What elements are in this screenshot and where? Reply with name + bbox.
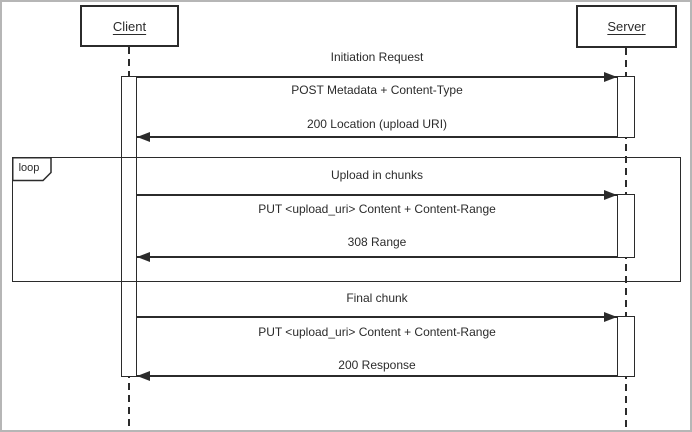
client-activation (121, 76, 137, 377)
message-label-put-final: PUT <upload_uri> Content + Content-Range (258, 325, 496, 339)
arrowhead-left-icon (137, 371, 150, 381)
loop-fragment (12, 157, 681, 282)
actor-client-label: Client (112, 18, 147, 34)
server-activation-2 (617, 194, 635, 258)
message-line-308-range (137, 256, 617, 258)
server-activation-1 (617, 76, 635, 138)
arrowhead-left-icon (137, 132, 150, 142)
loop-operator-label: loop (18, 162, 40, 174)
arrowhead-right-icon (604, 190, 617, 200)
message-label-308-range: 308 Range (347, 235, 407, 249)
section-title-final-chunk: Final chunk (346, 291, 408, 305)
arrowhead-left-icon (137, 252, 150, 262)
section-title-initiation: Initiation Request (330, 50, 424, 64)
server-activation-3 (617, 316, 635, 377)
message-label-put-chunk: PUT <upload_uri> Content + Content-Range (258, 202, 496, 216)
actor-server: Server (576, 5, 677, 48)
message-label-post-metadata: POST Metadata + Content-Type (291, 83, 463, 97)
message-line-200-response (137, 375, 617, 377)
actor-server-label: Server (607, 19, 646, 34)
arrowhead-right-icon (604, 72, 617, 82)
message-line-put-final (137, 316, 617, 318)
arrowhead-right-icon (604, 312, 617, 322)
actor-client: Client (80, 5, 179, 47)
loop-operator-badge (12, 157, 52, 182)
message-label-200-response: 200 Response (338, 358, 416, 372)
message-line-200-location (137, 136, 617, 138)
message-line-post-metadata (137, 76, 617, 78)
section-title-upload-chunks: Upload in chunks (330, 168, 424, 182)
message-line-put-chunk (137, 194, 617, 196)
message-label-200-location: 200 Location (upload URI) (306, 117, 448, 131)
